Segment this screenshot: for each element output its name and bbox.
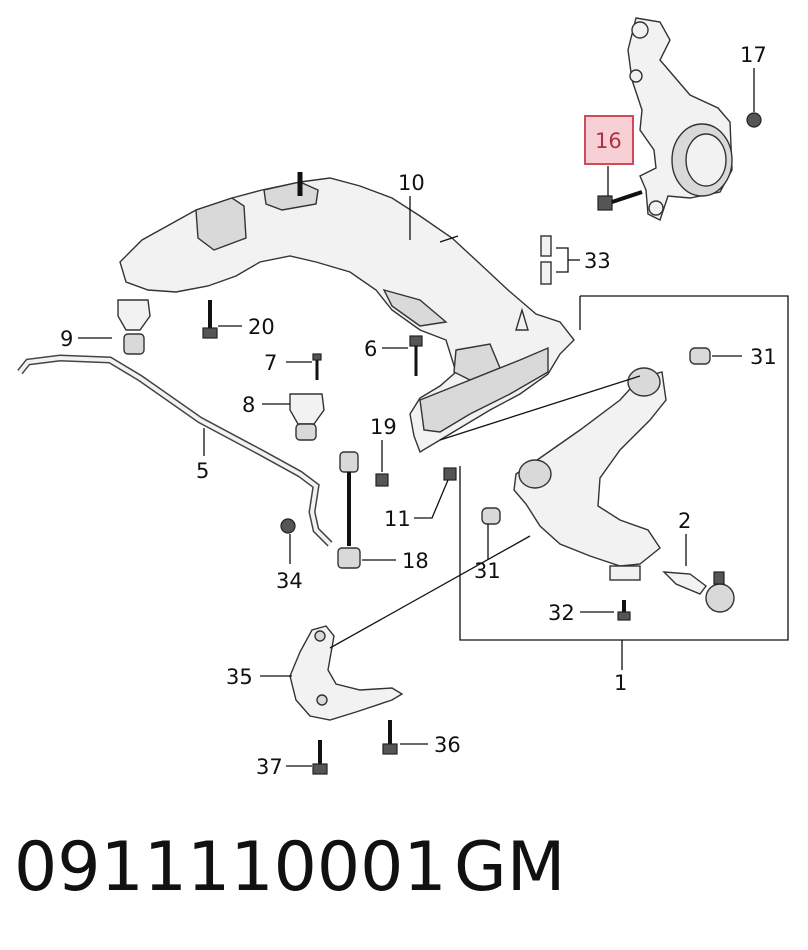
callout-1: 1 [614, 671, 627, 695]
part-number: 0911110001 [14, 828, 447, 907]
leader-lines [78, 68, 755, 767]
footer: 0911110001 GM [14, 828, 794, 928]
crossmember [119, 172, 575, 454]
bushing-31-bottom [481, 507, 501, 525]
bolt-32 [617, 600, 631, 621]
nut-11 [443, 467, 457, 481]
stabilizer-link-18 [337, 451, 361, 569]
brand-name: GM [454, 828, 566, 907]
callout-11: 11 [384, 507, 411, 531]
callout-6: 6 [364, 337, 377, 361]
callout-16: 16 [595, 129, 622, 153]
steering-knuckle [627, 17, 733, 221]
callout-8: 8 [242, 393, 255, 417]
bolt-7 [312, 353, 322, 380]
callout-19: 19 [370, 415, 397, 439]
callout-33: 33 [584, 249, 611, 273]
callout-31-top: 31 [750, 345, 777, 369]
dowel-pins-33 [540, 235, 552, 285]
callout-9: 9 [60, 327, 73, 351]
stabilizer-bar [17, 354, 333, 547]
assembly-box-1 [459, 295, 789, 641]
bushing-bracket-8 [289, 393, 325, 441]
bushing-31-top [689, 347, 711, 365]
callout-10: 10 [398, 171, 425, 195]
callout-7: 7 [264, 351, 277, 375]
nut-19 [375, 473, 389, 487]
callout-37: 37 [256, 755, 283, 779]
nut-17 [746, 112, 762, 128]
callout-17: 17 [740, 43, 767, 67]
bolt-6 [409, 335, 423, 376]
bolt-36 [382, 720, 398, 755]
bolt-20 [202, 300, 218, 339]
callout-31-bottom: 31 [474, 559, 501, 583]
callout-16-highlight [584, 115, 634, 165]
callout-5: 5 [196, 459, 209, 483]
callout-32: 32 [548, 601, 575, 625]
suspension-exploded-diagram: 17 16 10 33 9 20 6 31 7 8 19 5 11 2 18 3… [17, 17, 789, 779]
ball-joint-2 [662, 571, 735, 613]
bolt-37 [312, 740, 328, 775]
callout-18: 18 [402, 549, 429, 573]
lower-control-arm [513, 367, 667, 581]
bracket-35 [289, 625, 404, 721]
bolt-16 [597, 190, 643, 211]
callout-20: 20 [248, 315, 275, 339]
nut-34 [280, 518, 296, 534]
callout-2: 2 [678, 509, 691, 533]
callout-36: 36 [434, 733, 461, 757]
callout-34: 34 [276, 569, 303, 593]
callout-labels: 17 16 10 33 9 20 6 31 7 8 19 5 11 2 18 3… [60, 43, 777, 779]
bushing-bracket-9 [117, 299, 151, 355]
callout-35: 35 [226, 665, 253, 689]
